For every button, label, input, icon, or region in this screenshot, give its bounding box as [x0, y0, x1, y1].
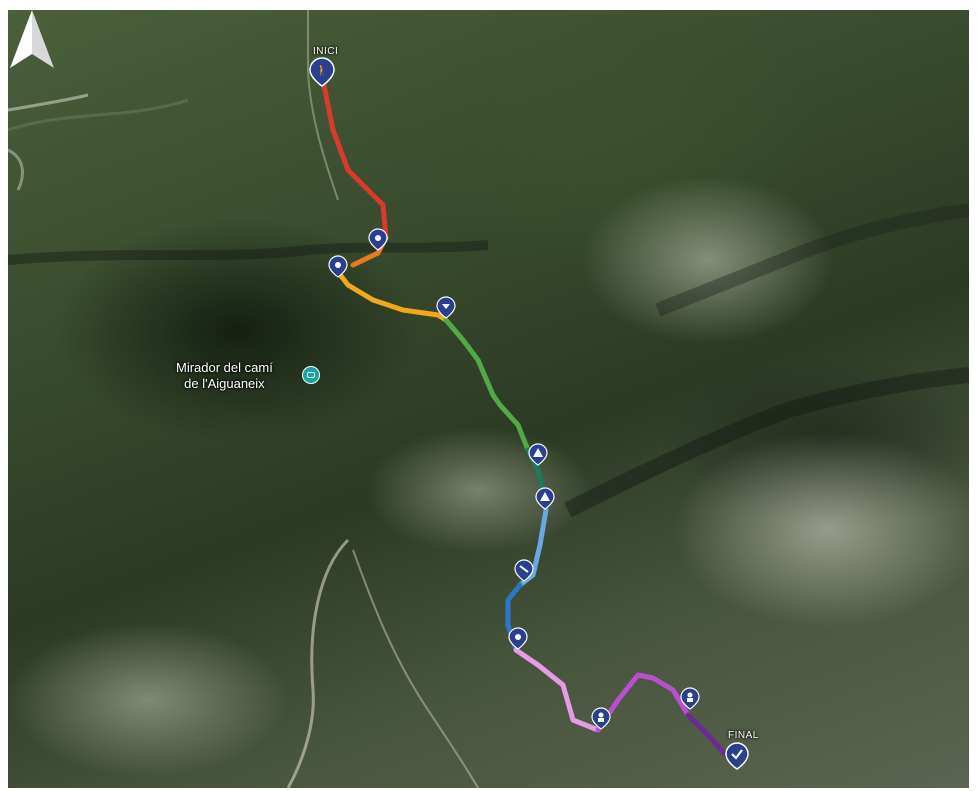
start-label: INICI [313, 46, 339, 57]
route-segment-4 [443, 317, 531, 453]
route-segment-9 [595, 672, 691, 733]
compass-icon[interactable] [8, 10, 56, 72]
route-segment-3 [335, 269, 449, 323]
hiker-icon: 🚶 [309, 57, 335, 87]
warning-icon [535, 487, 555, 510]
svg-text:🚶: 🚶 [315, 64, 329, 77]
warning-icon [528, 443, 548, 466]
poi-label[interactable]: Mirador del camí de l'Aiguaneix [176, 360, 273, 391]
route-segment-8 [513, 647, 601, 733]
walk-icon [328, 255, 348, 278]
caution-icon [514, 559, 534, 582]
person-icon [591, 707, 611, 730]
viewpoint-icon [436, 296, 456, 319]
satellite-map[interactable]: 🚶 [8, 10, 969, 788]
check-icon [725, 742, 749, 770]
end-label: FINAL [728, 730, 759, 741]
walk-icon [368, 228, 388, 251]
hiking-route [320, 77, 729, 758]
person-icon [680, 687, 700, 710]
route-segment-6 [517, 507, 549, 588]
route-segment-10 [685, 712, 729, 758]
waypoint-pins: 🚶 [309, 57, 749, 770]
terrain-texture [8, 10, 969, 788]
map-overlay: 🚶 [8, 10, 969, 788]
camera-icon[interactable] [302, 366, 320, 384]
route-segment-1 [320, 77, 389, 241]
walk-icon [508, 627, 528, 650]
